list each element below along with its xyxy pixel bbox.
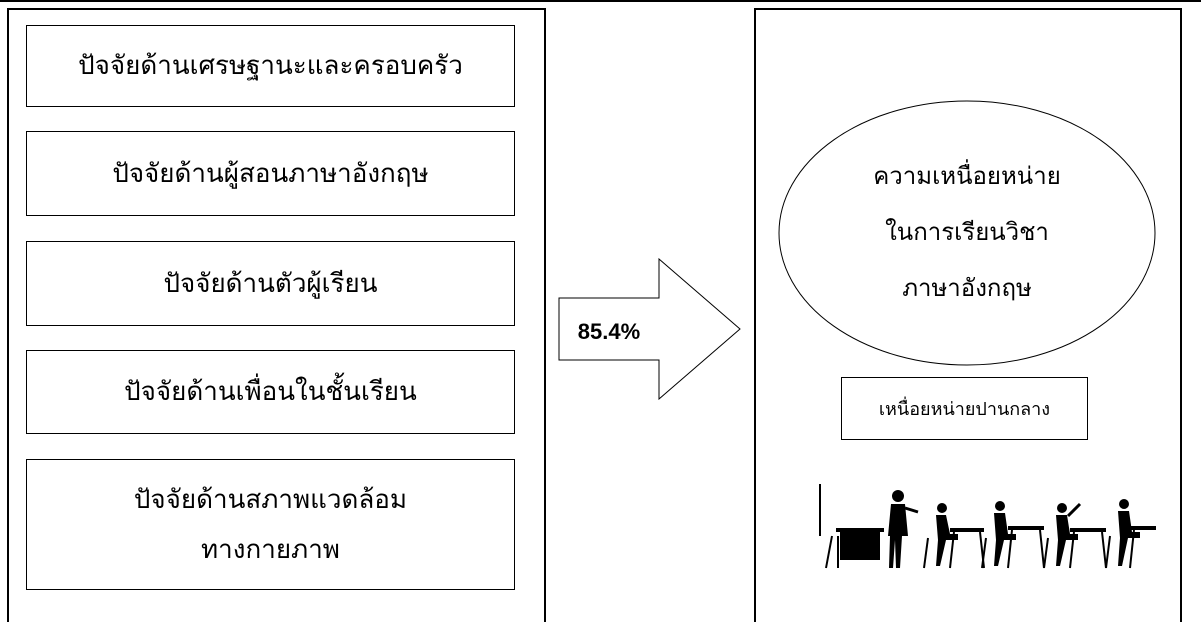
- outcome-title-line-3: ภาษาอังกฤษ: [902, 274, 1032, 302]
- factor-label: ปัจจัยด้านตัวผู้เรียน: [163, 268, 378, 299]
- factor-label-line-1: ปัจจัยด้านสภาพแวดล้อม: [133, 484, 408, 515]
- outcome-panel: [754, 8, 1182, 622]
- factor-label: ปัจจัยด้านผู้สอนภาษาอังกฤษ: [112, 158, 429, 189]
- burnout-level-box: เหนื่อยหน่ายปานกลาง: [841, 377, 1088, 440]
- block-arrow: [558, 258, 741, 400]
- factors-panel: [7, 8, 546, 622]
- outcome-title-line-2: ในการเรียนวิชา: [885, 218, 1049, 246]
- factor-economic-family: ปัจจัยด้านเศรษฐานะและครอบครัว: [26, 25, 515, 107]
- factor-english-teacher: ปัจจัยด้านผู้สอนภาษาอังกฤษ: [26, 131, 515, 216]
- burnout-level-label: เหนื่อยหน่ายปานกลาง: [878, 399, 1051, 420]
- top-border-line: [0, 0, 1201, 2]
- factor-label: ปัจจัยด้านเศรษฐานะและครอบครัว: [78, 51, 463, 81]
- classroom-silhouette-icon: [819, 484, 1156, 569]
- outcome-title-line-1: ความเหนื่อยหน่าย: [873, 162, 1061, 190]
- outcome-title: ความเหนื่อยหน่าย ในการเรียนวิชา ภาษาอังก…: [800, 148, 1134, 316]
- factor-label-line-2: ทางกายภาพ: [201, 534, 340, 565]
- outcome-ellipse: [778, 100, 1156, 366]
- factor-label: ปัจจัยด้านเพื่อนในชั้นเรียน: [124, 377, 417, 407]
- factor-classmates: ปัจจัยด้านเพื่อนในชั้นเรียน: [26, 350, 515, 434]
- arrow-percentage-label: 85.4%: [577, 319, 641, 344]
- factor-physical-environment: ปัจจัยด้านสภาพแวดล้อม ทางกายภาพ: [26, 459, 515, 590]
- factor-learner: ปัจจัยด้านตัวผู้เรียน: [26, 241, 515, 326]
